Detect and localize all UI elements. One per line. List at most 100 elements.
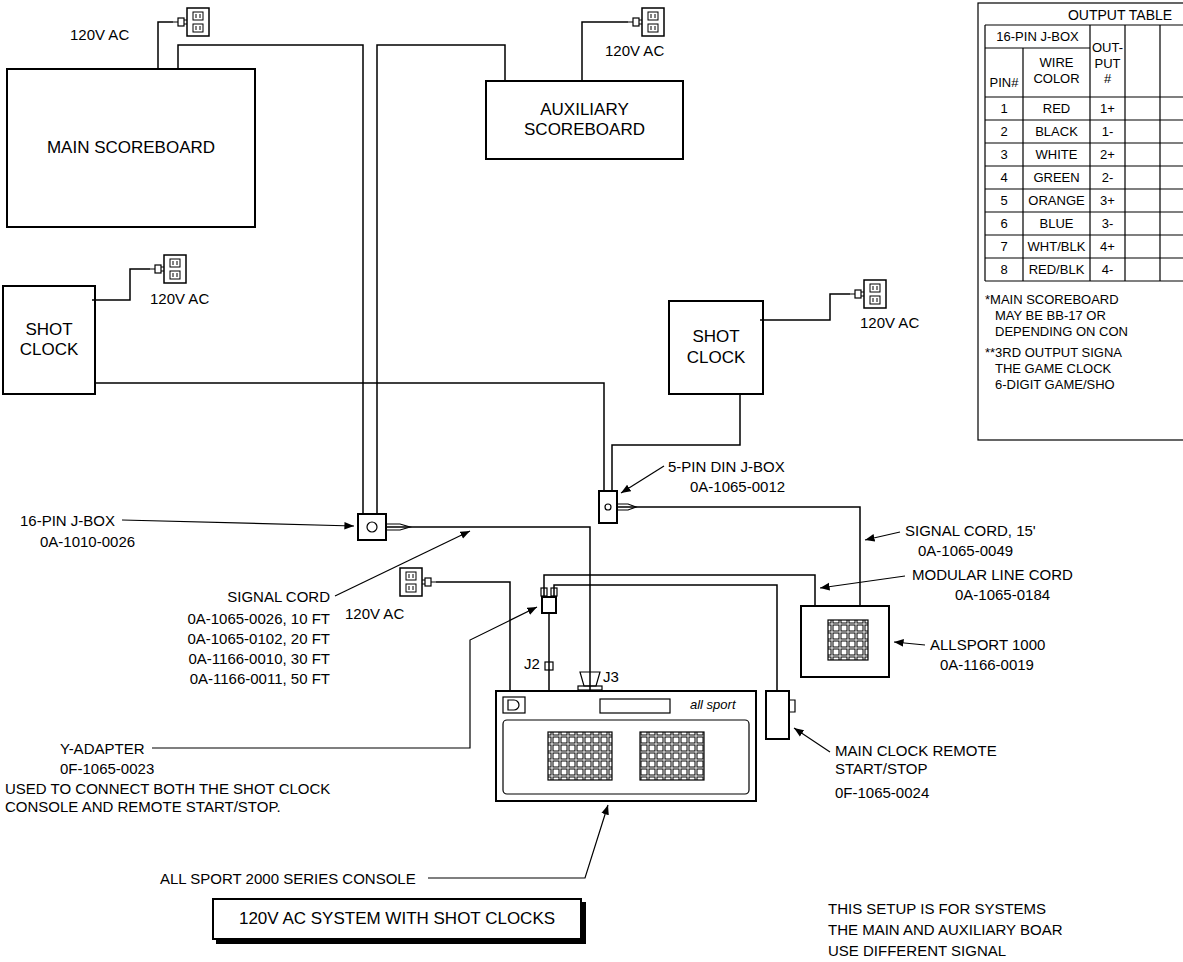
- signal-cable: [178, 45, 363, 513]
- outlets: [400, 568, 436, 596]
- callout-label: 120V AC: [605, 42, 664, 60]
- signal-cable: [612, 395, 740, 490]
- table-cell: 4+: [1090, 239, 1125, 255]
- leader-line: [335, 531, 470, 596]
- box-label: SHOT CLOCK: [676, 327, 756, 368]
- table-cell: BLACK: [1023, 124, 1090, 140]
- outlets: [628, 8, 664, 36]
- table-cell: 3: [985, 147, 1023, 163]
- callout-label: 0A-1065-0184: [955, 586, 1050, 604]
- signal-cable: [548, 614, 550, 690]
- remote-start-stop: MAIN CLOCK REMOTE START/STOP0F-1065-0024: [765, 690, 790, 740]
- leader-line: [621, 466, 664, 493]
- auxiliary-scoreboard: AUXILIARY SCOREBOARD: [485, 80, 684, 160]
- outlets: [150, 8, 886, 596]
- callout-label: 120V AC: [345, 605, 404, 623]
- shot-clock: SHOT CLOCK: [2, 285, 96, 395]
- table-cell: ORANGE: [1023, 193, 1090, 209]
- callout-label: SIGNAL CORD, 15': [905, 522, 1036, 540]
- y-adapter: Y-ADAPTER0F-1065-0023USED TO CONNECT BOT…: [541, 596, 557, 614]
- table-cell: **3RD OUTPUT SIGNA: [985, 345, 1122, 361]
- junction-box: 16-PIN J-BOX0A-1010-0026: [357, 513, 387, 541]
- outlets: [850, 280, 886, 308]
- table-cell: WHT/BLK: [1023, 239, 1090, 255]
- callout-label: 16-PIN J-BOX: [20, 512, 115, 530]
- table-cell: 1-: [1090, 124, 1125, 140]
- table-cell: 3+: [1090, 193, 1125, 209]
- table-cell: PIN#: [985, 75, 1023, 91]
- output-table: [985, 25, 1160, 281]
- callout-label: 0A-1166-0019: [940, 656, 1034, 674]
- callout-label: 0A-1065-0026, 10 FT: [130, 610, 330, 628]
- title-box: 120V AC SYSTEM WITH SHOT CLOCKS: [212, 898, 582, 940]
- callout-label: SIGNAL CORD: [130, 588, 330, 606]
- table-cell: 7: [985, 239, 1023, 255]
- device-detail: [503, 720, 749, 794]
- callout-label: 0A-1166-0010, 30 FT: [130, 650, 330, 668]
- device-detail: [828, 620, 868, 660]
- callout-label: J2: [524, 655, 540, 673]
- signal-cable: [618, 507, 860, 605]
- table-cell: 1+: [1090, 101, 1125, 117]
- device-detail: [600, 699, 670, 713]
- callout-label: ALLSPORT 1000: [930, 636, 1045, 654]
- leader-line: [122, 520, 354, 526]
- leader-line: [122, 466, 925, 878]
- device-detail: [503, 697, 525, 713]
- callout-label: USED TO CONNECT BOTH THE SHOT CLOCK CONS…: [5, 780, 350, 816]
- device-detail: [508, 700, 519, 710]
- power-cord: [436, 582, 510, 690]
- callout-label: USE DIFFERENT SIGNAL: [828, 942, 1006, 960]
- power-cord: [760, 294, 850, 320]
- table-cell: 6-DIGIT GAME/SHO: [995, 377, 1115, 393]
- device-detail: [605, 504, 611, 510]
- box-label: AUXILIARY SCOREBOARD: [493, 100, 676, 141]
- din-junction-box: 5-PIN DIN J-BOX0A-1065-0012: [598, 490, 618, 524]
- callout-label: 0F-1065-0023: [60, 760, 154, 778]
- table-cell: 4: [985, 170, 1023, 186]
- table-cell: 8: [985, 262, 1023, 278]
- signal-cable: [544, 575, 815, 605]
- device-detail: [640, 732, 704, 780]
- table-cell: 4-: [1090, 262, 1125, 278]
- callout-label: Y-ADAPTER: [60, 740, 144, 758]
- table-cell: *MAIN SCOREBOARD: [985, 292, 1119, 308]
- device-detail: [548, 732, 612, 780]
- device-detail: [367, 522, 377, 532]
- callout-label: 120V AC: [860, 314, 919, 332]
- power-cord: [158, 22, 173, 68]
- main-scoreboard: MAIN SCOREBOARD: [6, 68, 256, 228]
- table-cell: DEPENDING ON CON: [995, 324, 1128, 340]
- table-cell: MAY BE BB-17 OR: [995, 308, 1106, 324]
- table-cell: THE GAME CLOCK: [995, 361, 1111, 377]
- table-cell: RED: [1023, 101, 1090, 117]
- callout-label: 0A-1065-0102, 20 FT: [130, 630, 330, 648]
- leader-line: [428, 805, 608, 878]
- output-table: [985, 25, 1183, 281]
- callout-label: MAIN CLOCK REMOTE START/STOP: [835, 742, 1000, 778]
- outlets: [150, 255, 186, 283]
- output-table: [978, 3, 1183, 440]
- callout-label: ALL SPORT 2000 SERIES CONSOLE: [160, 870, 416, 888]
- signal-cable: [554, 585, 777, 690]
- callout-label: MODULAR LINE CORD: [912, 566, 1073, 584]
- signal-cable: [387, 527, 590, 690]
- signal-cable: [96, 383, 604, 490]
- table-cell: 6: [985, 216, 1023, 232]
- callout-label: 0F-1065-0024: [835, 784, 929, 802]
- callout-label: THIS SETUP IS FOR SYSTEMS: [828, 900, 1046, 918]
- device-detail: [790, 700, 795, 712]
- callout-label: 0A-1065-0012: [690, 478, 785, 496]
- table-cell: 1: [985, 101, 1023, 117]
- shot-clock: SHOT CLOCK: [668, 300, 764, 395]
- power-cord: [92, 269, 150, 300]
- outlets: [173, 8, 209, 36]
- callout-label: THE MAIN AND AUXILIARY BOAR: [828, 921, 1063, 939]
- callout-label: 0A-1166-0011, 50 FT: [130, 670, 330, 688]
- table-cell: GREEN: [1023, 170, 1090, 186]
- callout-label: 5-PIN DIN J-BOX: [668, 458, 785, 476]
- table-cell: 2: [985, 124, 1023, 140]
- table-cell: 2+: [1090, 147, 1125, 163]
- table-cell: 2-: [1090, 170, 1125, 186]
- callout-label: 120V AC: [150, 290, 209, 308]
